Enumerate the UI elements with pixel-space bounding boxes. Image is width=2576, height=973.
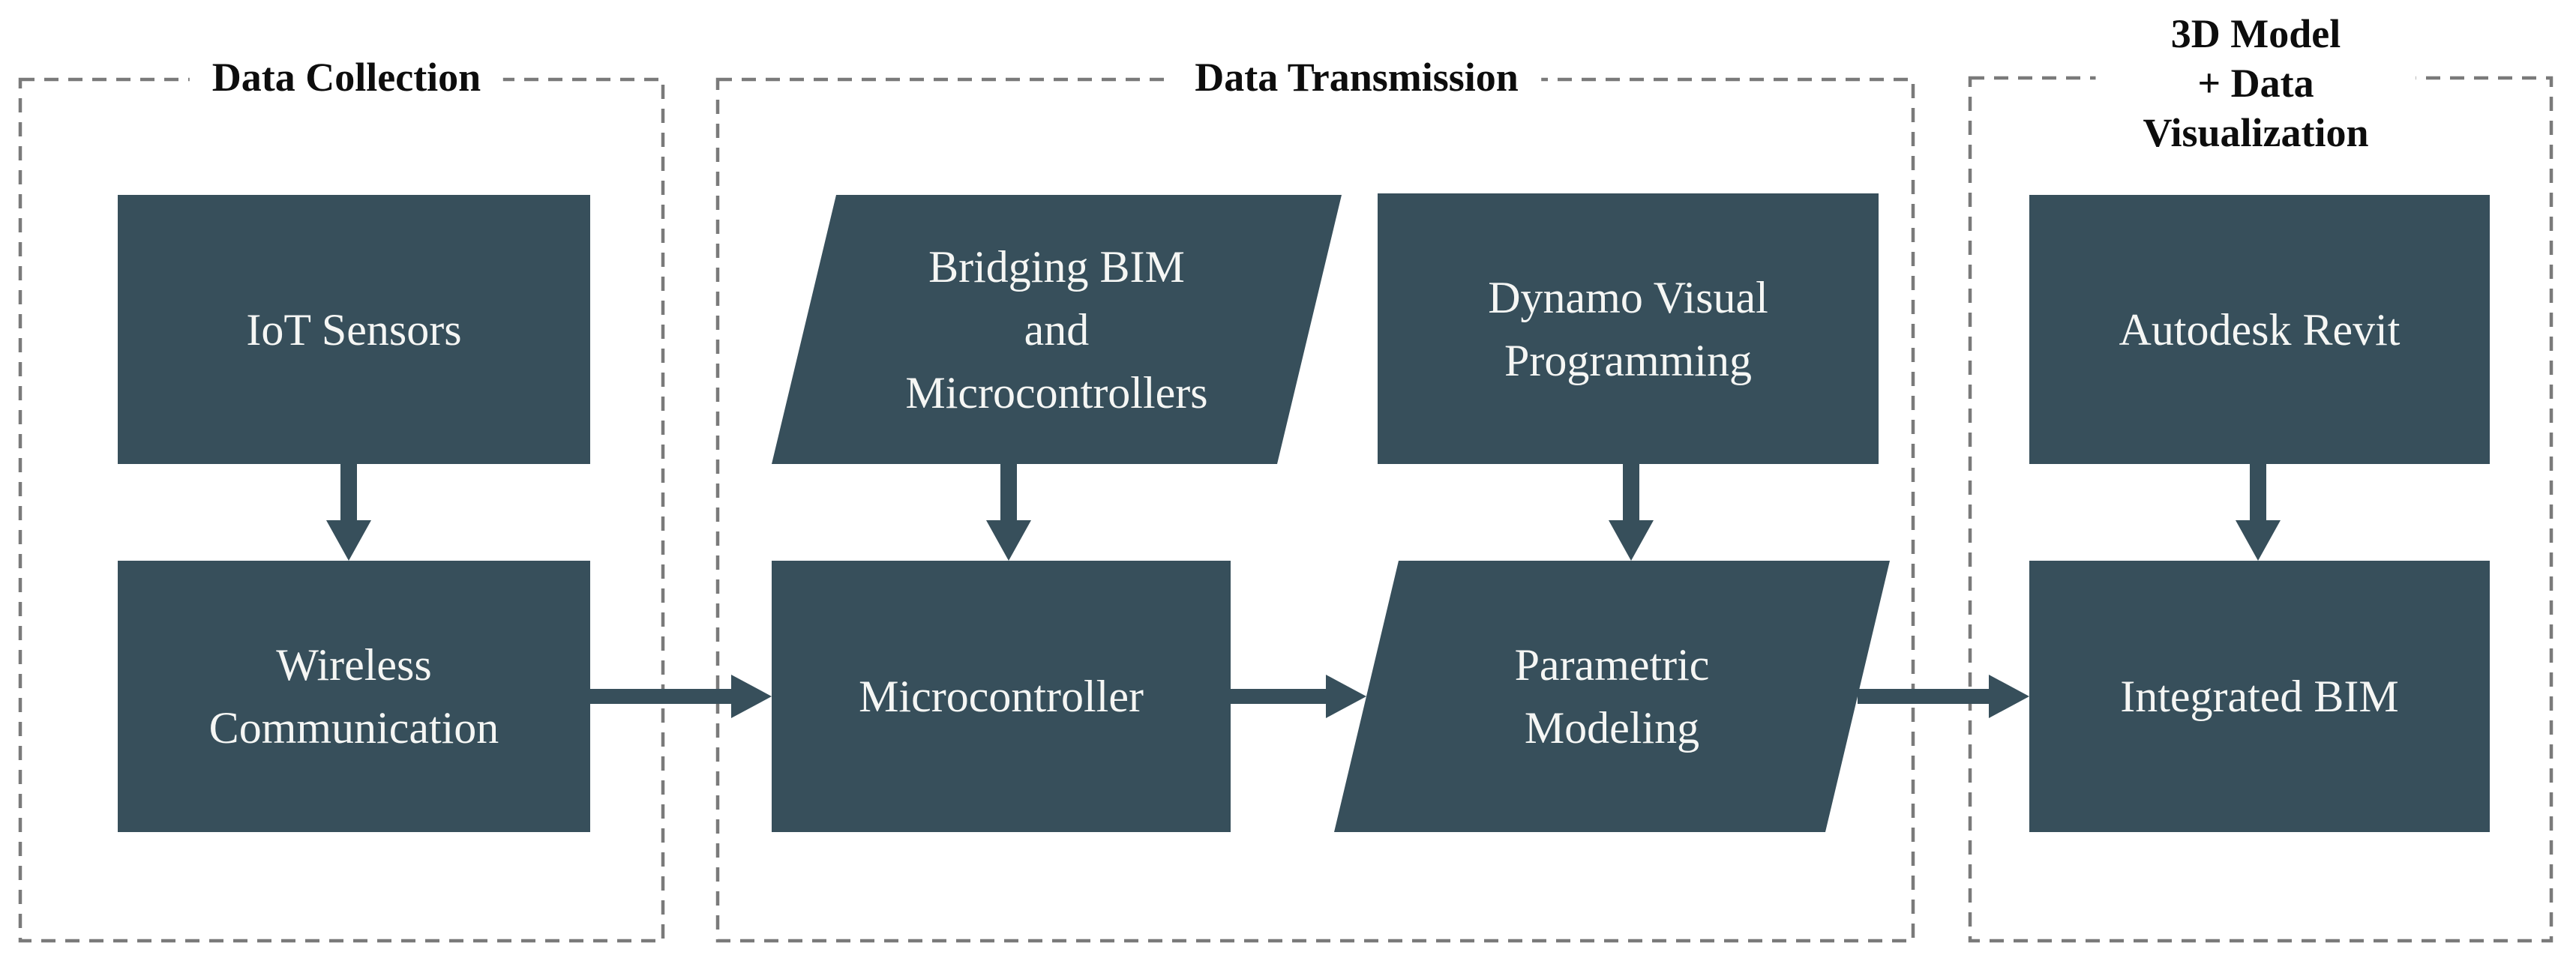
section-title-data-transmission: Data Transmission <box>1172 48 1541 106</box>
node-autodesk-revit: Autodesk Revit <box>2029 195 2490 464</box>
node-autodesk-revit-label: Autodesk Revit <box>2119 304 2401 355</box>
node-dynamo-label: Dynamo Visual Programming <box>1488 272 1768 385</box>
node-dynamo-visual-programming: Dynamo Visual Programming <box>1378 193 1879 464</box>
section-border-data-transmission <box>715 77 1915 943</box>
arrow-autodesk-to-integrated <box>2236 464 2281 561</box>
node-wireless-communication: Wireless Communication <box>118 561 590 832</box>
node-iot-sensors: IoT Sensors <box>118 195 590 464</box>
node-integrated-bim-label: Integrated BIM <box>2120 672 2399 721</box>
arrow-iot-to-wireless <box>326 464 371 561</box>
node-iot-sensors-label: IoT Sensors <box>246 304 462 355</box>
section-title-data-collection: Data Collection <box>189 48 504 106</box>
node-bridging-bim-microcontrollers: Bridging BIM and Microcontrollers <box>772 195 1342 464</box>
section-title-3d-model-data-visualization: 3D Model + Data Visualization <box>2095 4 2416 162</box>
node-parametric-modeling: Parametric Modeling <box>1334 561 1890 832</box>
arrow-wireless-to-microcontroller <box>590 675 772 718</box>
node-parametric-modeling-label: Parametric Modeling <box>1514 640 1710 753</box>
node-wireless-communication-label: Wireless Communication <box>208 640 499 753</box>
node-microcontroller: Microcontroller <box>772 561 1231 832</box>
arrow-bridging-to-microcontroller <box>986 464 1031 561</box>
node-microcontroller-label: Microcontroller <box>859 672 1144 721</box>
arrow-dynamo-to-parametric <box>1609 464 1654 561</box>
arrow-microcontroller-to-parametric <box>1231 675 1366 718</box>
node-integrated-bim: Integrated BIM <box>2029 561 2490 832</box>
arrow-parametric-to-integrated <box>1858 675 2029 718</box>
node-bridging-bim-label: Bridging BIM and Microcontrollers <box>905 241 1208 418</box>
